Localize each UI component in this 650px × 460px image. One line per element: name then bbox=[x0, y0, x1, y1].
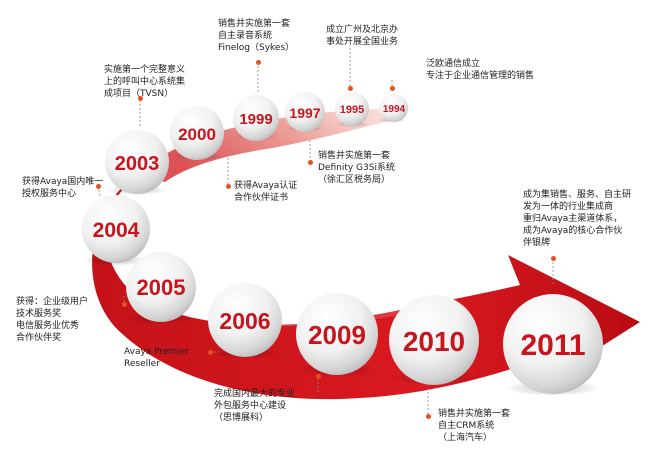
marker-dot bbox=[138, 96, 143, 101]
sphere-1995 bbox=[335, 92, 369, 126]
milestone-text-1994: 泛欧通信成立 专注于企业通信管理的销售 bbox=[426, 59, 535, 81]
sphere-2004 bbox=[82, 195, 150, 263]
milestone-text-2010: 销售并实施第一套 自主CRM系统 （上海汽车） bbox=[438, 409, 511, 443]
sphere-1997 bbox=[285, 92, 325, 132]
marker-dot bbox=[426, 414, 431, 419]
marker-dot bbox=[208, 350, 213, 355]
year-labels: 1994 1995 1997 1999 2000 2003 2004 2005 … bbox=[93, 104, 586, 362]
milestone-text-1995: 成立广州及北京办 事处开展全国业务 bbox=[326, 25, 399, 47]
year-label: 2006 bbox=[219, 308, 270, 334]
year-label: 1995 bbox=[340, 104, 364, 116]
milestone-text-2004: 获得Avaya国内唯一 授权服务中心 bbox=[22, 177, 104, 199]
year-label: 2011 bbox=[520, 329, 585, 362]
sphere-2011 bbox=[503, 294, 603, 394]
marker-dot bbox=[122, 302, 127, 307]
sphere-2003 bbox=[105, 130, 169, 194]
marker-dot bbox=[551, 256, 556, 261]
sphere-2010 bbox=[389, 295, 479, 385]
sphere-1999 bbox=[233, 95, 279, 141]
year-label: 1994 bbox=[383, 104, 406, 115]
milestone-text-2011: 成为集销售、服务、自主研 发为一体的行业集成商 重归Avaya主渠道体系， 成为… bbox=[523, 190, 632, 248]
year-label: 2010 bbox=[403, 326, 465, 357]
marker-dot bbox=[390, 86, 395, 91]
year-spheres bbox=[82, 92, 603, 396]
year-label: 1999 bbox=[239, 111, 272, 128]
sphere-2006 bbox=[208, 283, 282, 357]
marker-dot bbox=[316, 374, 321, 379]
sphere-2000 bbox=[170, 106, 224, 160]
leader-lines bbox=[97, 48, 554, 418]
year-label: 2005 bbox=[137, 275, 186, 300]
year-label: 2003 bbox=[115, 153, 160, 175]
sphere-2009 bbox=[296, 293, 378, 375]
year-label: 2000 bbox=[178, 125, 216, 144]
year-label: 2009 bbox=[308, 320, 366, 350]
milestone-text-1997: 销售并实施第一套 Definity G3Si系统 （徐汇区税务局） bbox=[318, 151, 395, 185]
milestone-text-2003: 实施第一个完整意义 上的呼叫中心系统集 成项目（TVSN） bbox=[104, 65, 186, 99]
year-label: 2004 bbox=[93, 219, 140, 242]
marker-dot bbox=[226, 184, 231, 189]
milestone-text-2009: 完成国内最大的专业 外包服务中心建设 （思博展科） bbox=[214, 389, 296, 423]
sphere-2005 bbox=[126, 252, 196, 322]
year-label: 1997 bbox=[289, 105, 320, 121]
marker-dot bbox=[308, 160, 313, 165]
marker-dot bbox=[96, 184, 101, 189]
milestone-text-2006: Avaya Premier Reseller bbox=[124, 347, 189, 369]
milestone-text-2005: 获得：企业级用户 技术服务奖 电信服务业优秀 合作伙伴奖 bbox=[16, 297, 89, 343]
milestone-text-2000: 获得Avaya认证 合作伙伴证书 bbox=[234, 181, 298, 203]
marker-dot bbox=[256, 60, 261, 65]
swoosh-tail bbox=[140, 108, 400, 182]
marker-dot bbox=[348, 86, 353, 91]
milestone-text-1999: 销售并实施第一套 自主录音系统 Finelog（Sykes） bbox=[218, 19, 295, 53]
sphere-1994 bbox=[380, 94, 408, 122]
